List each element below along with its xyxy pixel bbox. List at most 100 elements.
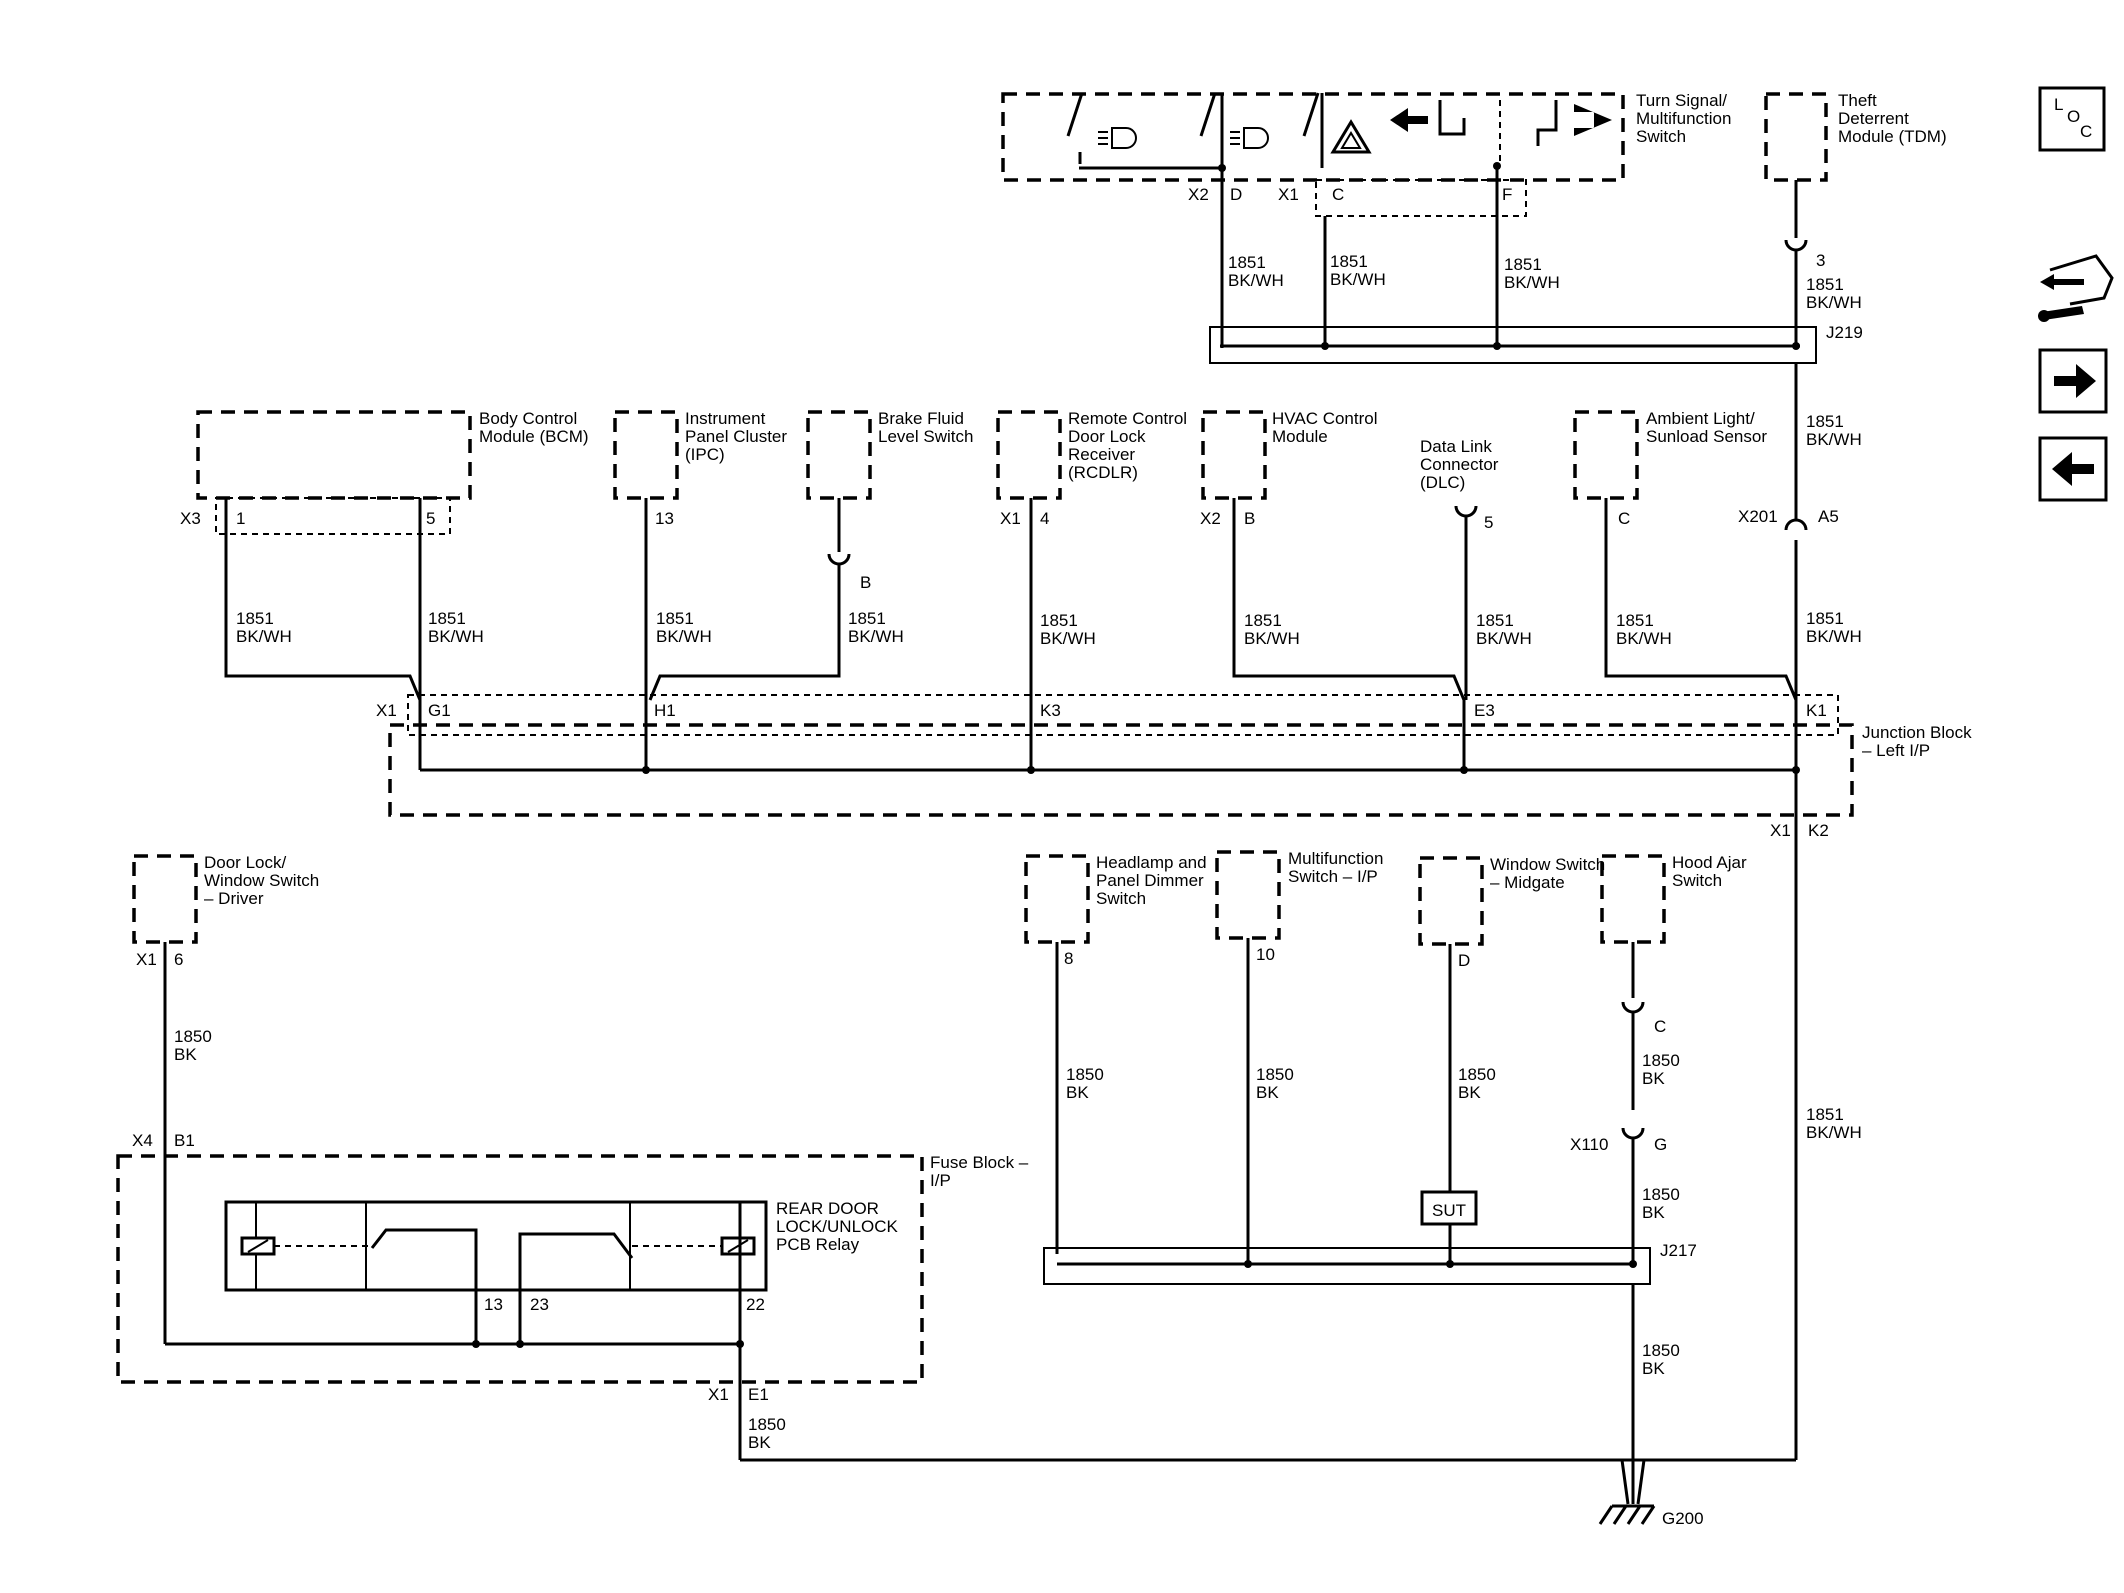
svg-text:X1: X1	[1000, 509, 1021, 528]
window-midgate-box	[1418, 856, 1484, 946]
svg-text:BK/WH: BK/WH	[1806, 293, 1862, 312]
bcm-box	[196, 410, 472, 500]
forward-button[interactable]	[2038, 348, 2108, 414]
pcb-relay	[224, 1200, 768, 1460]
splice-j217	[1043, 1247, 1651, 1285]
svg-text:X1: X1	[1278, 185, 1299, 204]
svg-text:K3: K3	[1040, 701, 1061, 720]
fuse-block-label: Fuse Block –I/P	[930, 1153, 1029, 1190]
svg-text:1851: 1851	[1244, 611, 1282, 630]
svg-text:C: C	[1654, 1017, 1666, 1036]
svg-text:1850: 1850	[748, 1415, 786, 1434]
svg-text:BK: BK	[748, 1433, 771, 1452]
svg-text:1851: 1851	[1806, 1105, 1844, 1124]
svg-text:BK: BK	[174, 1045, 197, 1064]
svg-text:X110: X110	[1570, 1135, 1608, 1154]
headlamp-icon	[1230, 127, 1269, 149]
svg-text:H1: H1	[654, 701, 676, 720]
svg-text:1850: 1850	[1256, 1065, 1294, 1084]
loc-button[interactable]: L O C	[2038, 86, 2106, 152]
headlamp-icon	[1098, 127, 1137, 149]
svg-text:1850: 1850	[1458, 1065, 1496, 1084]
left-arrow-icon	[2052, 452, 2094, 486]
theft-deterrent-module	[1764, 92, 1828, 182]
svg-text:BK/WH: BK/WH	[1476, 629, 1532, 648]
svg-text:13: 13	[655, 509, 674, 528]
svg-text:1850: 1850	[1642, 1185, 1680, 1204]
multifunction-ip-box	[1215, 850, 1281, 940]
headlamp-dimmer-box	[1024, 854, 1090, 944]
svg-text:X3: X3	[180, 509, 201, 528]
hood-ajar-box	[1600, 854, 1666, 944]
back-button[interactable]	[2038, 436, 2108, 502]
svg-text:1851: 1851	[1228, 253, 1266, 272]
svg-text:1851: 1851	[656, 609, 694, 628]
svg-text:G: G	[1654, 1135, 1667, 1154]
svg-text:C: C	[1332, 185, 1344, 204]
svg-text:BK/WH: BK/WH	[1806, 1123, 1862, 1142]
svg-text:BK: BK	[1642, 1203, 1665, 1222]
svg-text:BK/WH: BK/WH	[1228, 271, 1284, 290]
svg-text:8: 8	[1064, 949, 1073, 968]
svg-text:1851: 1851	[1476, 611, 1514, 630]
svg-text:1851: 1851	[1806, 412, 1844, 431]
svg-text:BK: BK	[1642, 1359, 1665, 1378]
svg-text:B1: B1	[174, 1131, 195, 1150]
svg-text:BK: BK	[1458, 1083, 1481, 1102]
svg-text:X1: X1	[708, 1385, 729, 1404]
svg-text:1851: 1851	[1330, 252, 1368, 271]
fuse-block	[116, 1154, 924, 1384]
svg-text:22: 22	[746, 1295, 765, 1314]
connector-view-icon[interactable]	[2038, 254, 2114, 322]
ground-symbol	[1598, 1459, 1656, 1525]
svg-text:BK: BK	[1642, 1069, 1665, 1088]
svg-text:BK/WH: BK/WH	[1330, 270, 1386, 289]
junction-block	[388, 680, 1854, 1460]
relay-coil-icon	[720, 1236, 756, 1256]
svg-text:K1: K1	[1806, 701, 1827, 720]
svg-text:B: B	[860, 573, 871, 592]
svg-text:1: 1	[236, 509, 245, 528]
right-arrow-icon	[1536, 100, 1612, 146]
ambient-label: Ambient Light/Sunload Sensor	[1646, 409, 1767, 446]
svg-text:13: 13	[484, 1295, 503, 1314]
svg-text:1851: 1851	[1040, 611, 1078, 630]
svg-text:C: C	[1618, 509, 1630, 528]
svg-text:A5: A5	[1818, 507, 1839, 526]
svg-text:B: B	[1244, 509, 1255, 528]
svg-text:C: C	[2080, 122, 2092, 141]
svg-text:1851: 1851	[848, 609, 886, 628]
svg-text:1850: 1850	[174, 1027, 212, 1046]
hvac-box	[1201, 410, 1267, 500]
svg-text:BK/WH: BK/WH	[428, 627, 484, 646]
svg-text:1851: 1851	[1806, 609, 1844, 628]
svg-text:BK/WH: BK/WH	[848, 627, 904, 646]
svg-text:J217: J217	[1660, 1241, 1697, 1260]
svg-text:BK: BK	[1256, 1083, 1279, 1102]
svg-text:5: 5	[426, 509, 435, 528]
window-midgate-label: Window Switch– Midgate	[1490, 855, 1605, 892]
svg-text:1851: 1851	[1806, 275, 1844, 294]
svg-text:X201: X201	[1738, 507, 1778, 526]
ipc-box	[613, 410, 679, 500]
svg-text:BK/WH: BK/WH	[1504, 273, 1560, 292]
svg-text:G1: G1	[428, 701, 451, 720]
left-arrow-icon	[1390, 100, 1466, 136]
svg-text:23: 23	[530, 1295, 549, 1314]
svg-text:4: 4	[1040, 509, 1049, 528]
svg-text:E1: E1	[748, 1385, 769, 1404]
svg-text:BK: BK	[1066, 1083, 1089, 1102]
turn-signal-switch	[1001, 92, 1625, 217]
svg-text:E3: E3	[1474, 701, 1495, 720]
